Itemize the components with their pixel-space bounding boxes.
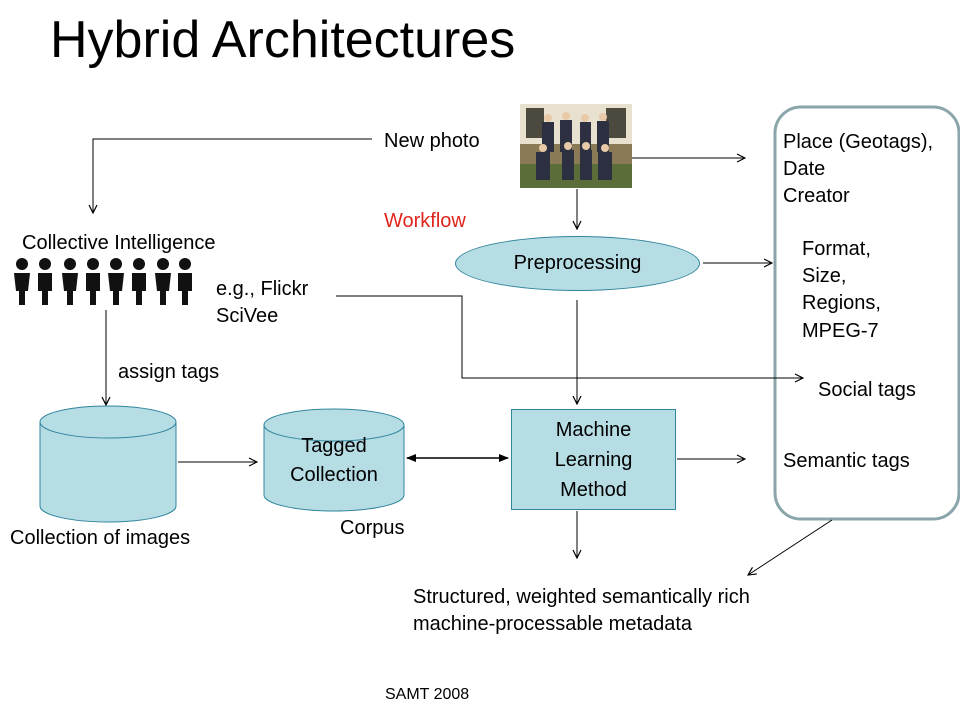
collective-intelligence-label: Collective Intelligence <box>22 232 216 254</box>
arrow-flickr-to-social <box>336 295 803 378</box>
examples-label: e.g., Flickr SciVee <box>216 278 309 328</box>
slide-title: Hybrid Architectures <box>50 11 516 69</box>
footer-text: SAMT 2008 <box>385 686 470 703</box>
arrow-newphoto-to-ci <box>93 138 372 213</box>
semantic-tags-label: Semantic tags <box>783 450 910 472</box>
tagged-collection-cylinder <box>263 408 405 512</box>
tagged-collection-label: Tagged Collection <box>290 435 378 486</box>
output-metadata-label: Structured, weighted semantically rich m… <box>413 586 750 636</box>
assign-tags-label: assign tags <box>118 361 220 383</box>
workflow-label: Workflow <box>384 210 466 232</box>
format-size-label: Format, Size, Regions, MPEG-7 <box>802 238 881 342</box>
collection-cylinder <box>39 405 177 523</box>
metadata-panel <box>773 105 960 521</box>
people-silhouettes-icon <box>10 257 198 307</box>
place-date-creator-label: Place (Geotags), Date Creator <box>783 131 934 208</box>
corpus-label: Corpus <box>340 517 405 539</box>
machine-learning-node: Machine Learning Method <box>511 409 676 510</box>
group-photo-image <box>520 104 632 188</box>
social-tags-label: Social tags <box>818 379 916 401</box>
preprocessing-node: Preprocessing <box>455 236 700 291</box>
new-photo-label: New photo <box>384 130 480 152</box>
arrow-panel-to-output <box>748 519 833 575</box>
collection-of-images-label: Collection of images <box>10 527 191 549</box>
